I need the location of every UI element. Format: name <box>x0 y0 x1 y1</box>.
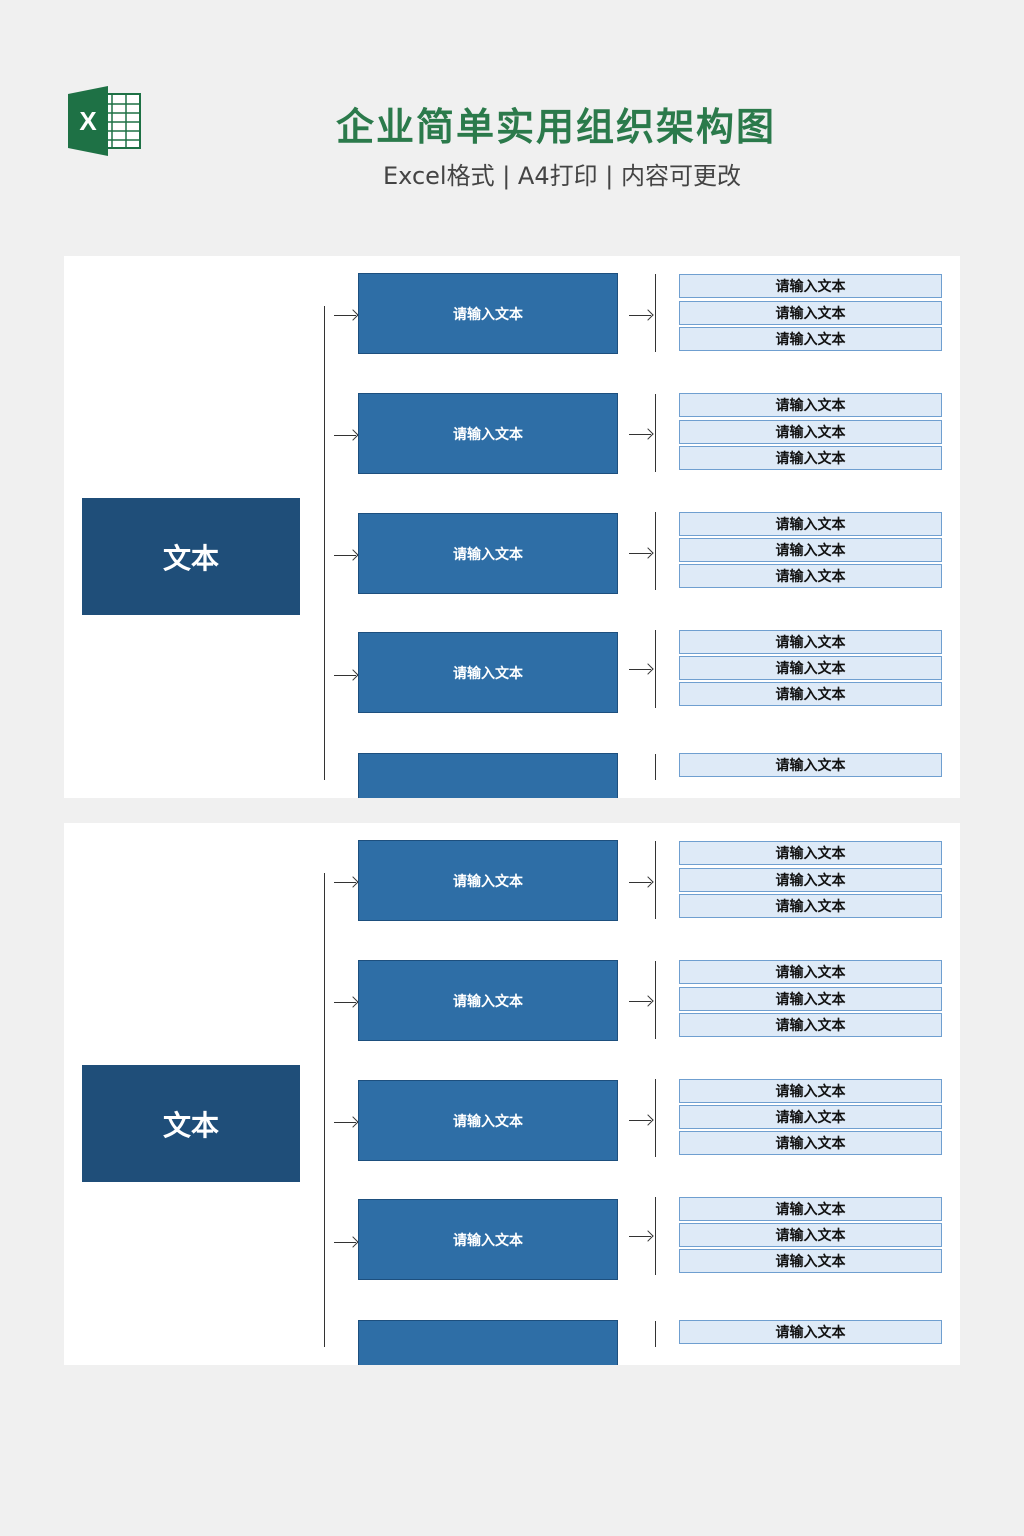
leaf-node[interactable]: 请输入文本 <box>679 1249 942 1273</box>
mid-node[interactable] <box>358 753 618 798</box>
mid-node[interactable] <box>358 1320 618 1365</box>
leaf-node[interactable]: 请输入文本 <box>679 301 942 325</box>
page-title: 企业简单实用组织架构图 <box>335 105 776 149</box>
branch-line <box>655 961 656 1039</box>
connector-arrow <box>629 1236 651 1237</box>
leaf-node[interactable]: 请输入文本 <box>679 868 942 892</box>
branch-line <box>655 512 656 590</box>
mid-node[interactable]: 请输入文本 <box>358 960 618 1041</box>
trunk-line <box>324 873 325 1347</box>
connector-arrow <box>334 675 356 676</box>
leaf-node[interactable]: 请输入文本 <box>679 1013 942 1037</box>
connector-arrow <box>629 882 651 883</box>
leaf-node[interactable]: 请输入文本 <box>679 1079 942 1103</box>
mid-node[interactable]: 请输入文本 <box>358 393 618 474</box>
leaf-node[interactable]: 请输入文本 <box>679 538 942 562</box>
connector-arrow <box>629 315 651 316</box>
mid-node[interactable]: 请输入文本 <box>358 632 618 713</box>
connector-arrow <box>629 1120 651 1121</box>
excel-logo-icon: X <box>68 86 141 156</box>
branch-line <box>655 394 656 472</box>
branch-line <box>655 1197 656 1275</box>
branch-line <box>655 841 656 919</box>
leaf-node[interactable]: 请输入文本 <box>679 1320 942 1344</box>
connector-arrow <box>334 555 356 556</box>
connector-arrow <box>629 434 651 435</box>
branch-line <box>655 630 656 708</box>
logo-letter: X <box>79 106 97 136</box>
leaf-node[interactable]: 请输入文本 <box>679 1197 942 1221</box>
leaf-node[interactable]: 请输入文本 <box>679 1105 942 1129</box>
leaf-node[interactable]: 请输入文本 <box>679 564 942 588</box>
connector-arrow <box>334 1242 356 1243</box>
leaf-node[interactable]: 请输入文本 <box>679 960 942 984</box>
leaf-node[interactable]: 请输入文本 <box>679 274 942 298</box>
connector-arrow <box>334 882 356 883</box>
leaf-node[interactable]: 请输入文本 <box>679 327 942 351</box>
connector-arrow <box>334 1002 356 1003</box>
leaf-node[interactable]: 请输入文本 <box>679 393 942 417</box>
mid-node[interactable]: 请输入文本 <box>358 513 618 594</box>
mid-node[interactable]: 请输入文本 <box>358 1199 618 1280</box>
leaf-node[interactable]: 请输入文本 <box>679 656 942 680</box>
leaf-node[interactable]: 请输入文本 <box>679 841 942 865</box>
leaf-node[interactable]: 请输入文本 <box>679 630 942 654</box>
org-chart-panel-1: 文本 请输入文本 请输入文本 请输入文本 请输入文本 请输入文本 请输入文本 请… <box>64 256 960 798</box>
branch-line <box>655 754 656 780</box>
leaf-node[interactable]: 请输入文本 <box>679 446 942 470</box>
mid-node[interactable]: 请输入文本 <box>358 273 618 354</box>
page-subtitle: Excel格式 | A4打印 | 内容可更改 <box>383 162 741 190</box>
root-node[interactable]: 文本 <box>82 1065 300 1182</box>
connector-arrow <box>629 669 651 670</box>
connector-arrow <box>334 435 356 436</box>
branch-line <box>655 1079 656 1157</box>
leaf-node[interactable]: 请输入文本 <box>679 987 942 1011</box>
leaf-node[interactable]: 请输入文本 <box>679 894 942 918</box>
connector-arrow <box>629 1001 651 1002</box>
connector-arrow <box>334 1122 356 1123</box>
leaf-node[interactable]: 请输入文本 <box>679 753 942 777</box>
mid-node[interactable]: 请输入文本 <box>358 840 618 921</box>
connector-arrow <box>629 553 651 554</box>
connector-arrow <box>334 315 356 316</box>
branch-line <box>655 1321 656 1347</box>
leaf-node[interactable]: 请输入文本 <box>679 512 942 536</box>
trunk-line <box>324 306 325 780</box>
root-node[interactable]: 文本 <box>82 498 300 615</box>
mid-node[interactable]: 请输入文本 <box>358 1080 618 1161</box>
org-chart-panel-2: 文本 请输入文本 请输入文本 请输入文本 请输入文本 请输入文本 请输入文本 请… <box>64 823 960 1365</box>
branch-line <box>655 274 656 352</box>
leaf-node[interactable]: 请输入文本 <box>679 420 942 444</box>
leaf-node[interactable]: 请输入文本 <box>679 1131 942 1155</box>
leaf-node[interactable]: 请输入文本 <box>679 1223 942 1247</box>
leaf-node[interactable]: 请输入文本 <box>679 682 942 706</box>
